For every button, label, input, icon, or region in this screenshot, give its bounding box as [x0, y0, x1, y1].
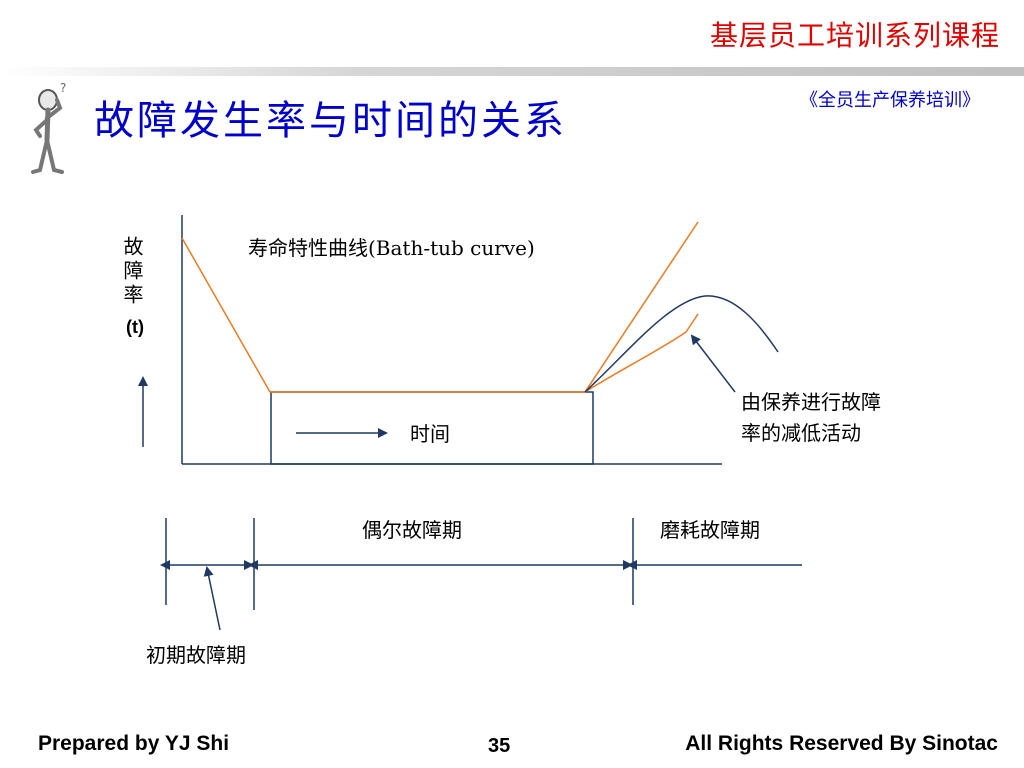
thinking-person-icon: ? [31, 81, 66, 174]
y-axis-unit: (t) [126, 317, 144, 337]
phase-infant-label: 初期故障期 [146, 643, 246, 667]
series-title: 基层员工培训系列课程 [709, 19, 1000, 52]
footer-rights: All Rights Reserved By Sinotac [685, 732, 998, 755]
curve-title: 寿命特性曲线(Bath-tub curve) [248, 236, 535, 260]
footer-page-number: 35 [488, 735, 511, 757]
course-name: 《全员生产保养培训》 [800, 90, 980, 111]
improved-curve-navy [584, 295, 779, 393]
y-axis-label: 故障率 [120, 236, 144, 308]
phase-random-label: 偶尔故障期 [362, 518, 462, 542]
svg-text:?: ? [60, 81, 66, 95]
page-title: 故障发生率与时间的关系 [94, 98, 567, 144]
callout-label-line1: 由保养进行故障 [741, 390, 881, 414]
bathtub-curve [181, 221, 699, 393]
callout-label-line2: 率的减低活动 [741, 421, 861, 445]
reduced-curve-orange [584, 313, 699, 393]
header-band [0, 67, 1024, 76]
footer-prepared-by: Prepared by YJ Shi [38, 732, 230, 755]
time-label: 时间 [410, 422, 450, 446]
phase-wearout-label: 磨耗故障期 [660, 518, 760, 542]
infant-label-pointer [203, 566, 221, 631]
callout-arrow [690, 334, 736, 393]
